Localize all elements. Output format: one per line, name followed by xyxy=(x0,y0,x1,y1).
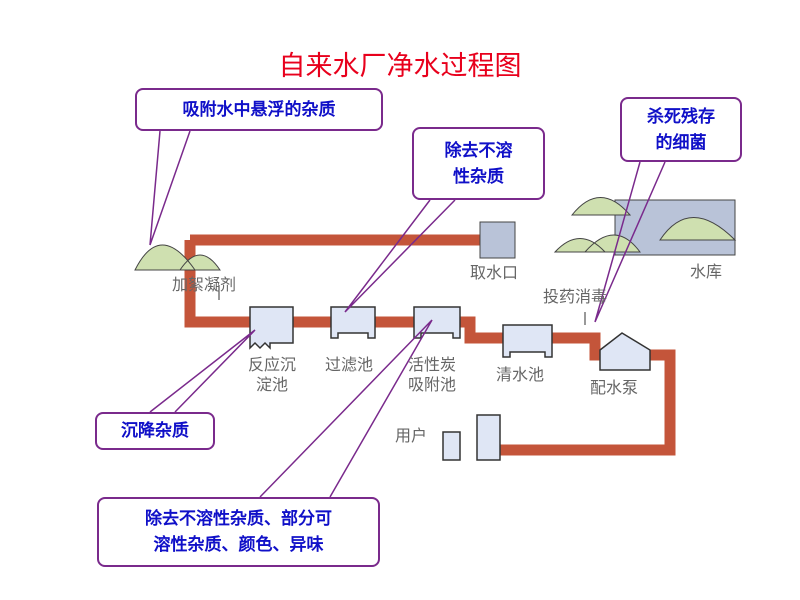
pump xyxy=(599,332,651,371)
label-settle: 反应沉 淀池 xyxy=(248,355,297,394)
label-filter: 过滤池 xyxy=(325,355,374,374)
callout-carbon: 除去不溶性杂质、部分可 溶性杂质、颜色、异味 xyxy=(97,497,380,567)
label-pump: 配水泵 xyxy=(590,378,639,397)
settling-tank xyxy=(249,306,294,350)
callout-bacteria: 杀死残存 的细菌 xyxy=(620,97,742,162)
filter-tank xyxy=(330,306,376,339)
label-intake: 取水口 xyxy=(470,263,519,282)
clear-tank xyxy=(502,324,553,358)
label-carbon: 活性炭 吸附池 xyxy=(408,355,457,394)
intake xyxy=(479,221,516,259)
label-user: 用户 xyxy=(395,426,428,445)
label-clear: 清水池 xyxy=(496,365,545,384)
leader-lines xyxy=(149,130,666,498)
hill xyxy=(134,244,221,271)
buildings xyxy=(442,414,501,461)
label-disinfect: 投药消毒 xyxy=(543,287,608,306)
callout-sediment: 沉降杂质 xyxy=(95,412,215,450)
label-coagulant: 加絮凝剂 xyxy=(172,275,237,294)
label-reservoir: 水库 xyxy=(690,262,723,281)
callout-insoluble: 除去不溶 性杂质 xyxy=(412,127,545,200)
page-title: 自来水厂净水过程图 xyxy=(278,51,522,82)
callout-adsorb: 吸附水中悬浮的杂质 xyxy=(135,88,383,131)
reservoir xyxy=(553,197,737,256)
carbon-tank xyxy=(413,306,461,339)
